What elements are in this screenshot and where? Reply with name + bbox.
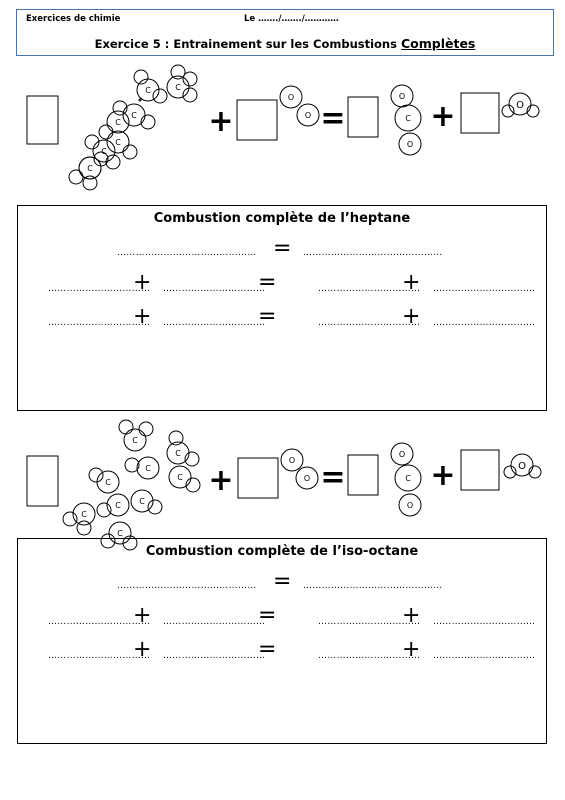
blank-line[interactable]: ……………………………	[163, 284, 266, 294]
blank-line[interactable]: ……………………………	[433, 284, 536, 294]
blank-line[interactable]: ……………………………	[318, 284, 421, 294]
heptane-equation-diagram: C C C C C C C O O O C O O + = +	[26, 64, 540, 191]
equals-sign: =	[273, 569, 292, 594]
oxygen-label: O	[304, 474, 310, 483]
oxygen-label: O	[407, 501, 413, 510]
carbon-label: C	[87, 164, 93, 173]
equals-sign: =	[320, 460, 345, 495]
carbon-label: C	[115, 501, 121, 510]
carbon-label: C	[101, 147, 107, 156]
oxygen-label: O	[399, 92, 405, 101]
carbon-label: C	[105, 478, 111, 487]
coef-box-co2	[347, 96, 379, 138]
h2o-molecule	[501, 92, 540, 118]
oxygen-label: O	[516, 100, 524, 111]
blank-line[interactable]: ……………………………	[318, 318, 421, 328]
h2o-molecule	[503, 453, 542, 479]
plus-sign: +	[402, 603, 421, 628]
carbon-label: C	[177, 473, 183, 482]
isooctane-answer-box: Combustion complète de l’iso-octane ……………	[17, 538, 547, 744]
blank-line[interactable]: ……………………………	[48, 284, 151, 294]
carbon-label: C	[175, 83, 181, 92]
plus-sign: +	[133, 603, 152, 628]
blank-line[interactable]: ……………………………	[163, 318, 266, 328]
coef-box-co2	[347, 454, 379, 496]
blank-line[interactable]: ………………………………………	[117, 248, 257, 258]
coef-box-h2o	[460, 449, 500, 491]
blank-line[interactable]: ……………………………	[163, 651, 266, 661]
carbon-label: C	[131, 111, 137, 120]
equals-sign: =	[258, 603, 277, 628]
equals-sign: =	[258, 270, 277, 295]
blank-line[interactable]: ………………………………………	[303, 248, 443, 258]
carbon-label: C	[81, 510, 87, 519]
blank-line[interactable]: ……………………………	[433, 651, 536, 661]
equals-sign: =	[320, 101, 345, 136]
o2-molecule	[280, 448, 319, 490]
co2-molecule	[390, 84, 422, 156]
carbon-label: C	[145, 464, 151, 473]
carbon-label: C	[139, 497, 145, 506]
co2-molecule	[390, 442, 422, 517]
oxygen-label: O	[289, 456, 295, 465]
plus-sign: +	[208, 104, 233, 139]
plus-sign: +	[402, 637, 421, 662]
oxygen-label: O	[399, 450, 405, 459]
plus-sign: +	[133, 270, 152, 295]
section-title: Combustion complète de l’iso-octane	[145, 544, 419, 559]
section-title: Combustion complète de l’heptane	[153, 211, 411, 226]
plus-sign: +	[133, 304, 152, 329]
blank-line[interactable]: ………………………………………	[117, 581, 257, 591]
blank-line[interactable]: ……………………………	[163, 617, 266, 627]
equals-sign: =	[273, 236, 292, 261]
isooctane-equation-diagram: C C C C C C C C C O O O C O O + = +	[26, 419, 542, 551]
heptane-molecule	[68, 64, 198, 191]
title-emphasis: Complètes	[400, 36, 476, 51]
oxygen-label: O	[407, 140, 413, 149]
exercise-title: Exercice 5 : Entrainement sur les Combus…	[17, 36, 553, 51]
date-field: Le ……./……./…………	[244, 14, 339, 24]
carbon-label: C	[175, 449, 181, 458]
carbon-label: C	[405, 114, 411, 123]
o2-molecule	[279, 85, 320, 127]
blank-line[interactable]: ……………………………	[48, 318, 151, 328]
coef-box-fuel	[26, 455, 59, 507]
coef-box-h2o	[460, 92, 500, 134]
plus-sign: +	[430, 458, 455, 493]
plus-sign: +	[402, 304, 421, 329]
blank-line[interactable]: ……………………………	[48, 651, 151, 661]
blank-line[interactable]: ……………………………	[318, 651, 421, 661]
coef-box-o2	[237, 457, 279, 499]
coef-box-fuel	[26, 95, 59, 145]
carbon-label: C	[405, 474, 411, 483]
isooctane-molecule	[62, 419, 201, 551]
plus-sign: +	[430, 99, 455, 134]
plus-sign: +	[133, 637, 152, 662]
course-label: Exercices de chimie	[26, 14, 121, 24]
oxygen-label: O	[305, 111, 311, 120]
oxygen-label: O	[288, 93, 294, 102]
oxygen-label: O	[518, 461, 526, 472]
carbon-label: C	[115, 138, 121, 147]
carbon-label: C	[145, 86, 151, 95]
atom-labels: C C C C C C C C C O O O C O O	[81, 436, 526, 538]
header-box: Exercices de chimie Le ……./……./………… Exer…	[16, 9, 554, 56]
blank-line[interactable]: ……………………………	[433, 318, 536, 328]
blank-line[interactable]: ……………………………	[433, 617, 536, 627]
blank-line[interactable]: ……………………………	[48, 617, 151, 627]
heptane-answer-box: Combustion complète de l’heptane ……………………	[17, 205, 547, 411]
equals-sign: =	[258, 637, 277, 662]
carbon-label: C	[115, 118, 121, 127]
plus-sign: +	[402, 270, 421, 295]
plus-sign: +	[208, 463, 233, 498]
equals-sign: =	[258, 304, 277, 329]
atom-labels: C C C C C C C O O O C O O	[87, 83, 524, 173]
title-prefix: Exercice 5 : Entrainement sur les Combus…	[94, 37, 401, 51]
carbon-label: C	[117, 529, 123, 538]
carbon-label: C	[132, 436, 138, 445]
blank-line[interactable]: ……………………………	[318, 617, 421, 627]
coef-box-o2	[236, 99, 278, 141]
blank-line[interactable]: ………………………………………	[303, 581, 443, 591]
